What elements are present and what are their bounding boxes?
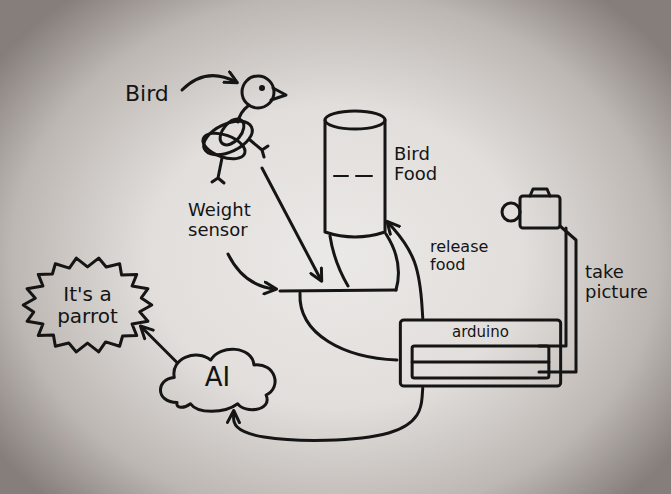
- feeder-spout: [330, 236, 348, 286]
- bird-beak: [271, 88, 286, 100]
- bird-wing: [215, 115, 248, 150]
- bird-eye: [261, 87, 264, 90]
- camera-label: take picture: [585, 262, 663, 302]
- bird-foot: [250, 140, 268, 157]
- camera-body: [520, 196, 560, 228]
- node-label: arduino: [398, 318, 563, 341]
- bird-neck: [238, 106, 248, 122]
- sensor-wire: [300, 293, 397, 360]
- node-label: AI: [205, 363, 230, 392]
- edge-label: release food: [430, 238, 496, 273]
- connector-arrow: [234, 388, 423, 440]
- node-heading: Bird Food: [394, 144, 456, 184]
- camera-wire: [539, 226, 576, 372]
- ai-cloud: AI: [150, 340, 285, 415]
- weight-sensor-perch: [280, 290, 396, 291]
- leader-arrow: [228, 254, 275, 289]
- arduino-board: arduino: [398, 318, 563, 388]
- camera-label-holder: take picture: [585, 262, 663, 302]
- food-level: [334, 175, 372, 177]
- connector-arrow: [388, 222, 423, 318]
- feeder-spout: [386, 234, 398, 290]
- edge-label-holder: release food: [430, 238, 496, 273]
- result-burst: It's a parrot: [20, 255, 155, 355]
- bird-body: [199, 114, 258, 161]
- food-tube-outline: [322, 108, 388, 238]
- sensor-label: Weight sensor: [188, 200, 268, 240]
- connector-arrow: [142, 327, 178, 363]
- bird-label-holder: Bird: [125, 82, 185, 106]
- food-tube: Bird Food: [322, 108, 388, 238]
- node-label: It's a parrot: [47, 283, 129, 327]
- camera-viewfinder: [530, 189, 550, 196]
- bird-label: Bird: [125, 82, 185, 106]
- bird-foot: [212, 158, 224, 183]
- sensor-label-holder: Weight sensor: [188, 200, 268, 240]
- bird-head: [242, 76, 274, 108]
- leader-arrow: [182, 76, 236, 90]
- camera-lens: [502, 203, 520, 221]
- landing-arrow: [262, 168, 321, 280]
